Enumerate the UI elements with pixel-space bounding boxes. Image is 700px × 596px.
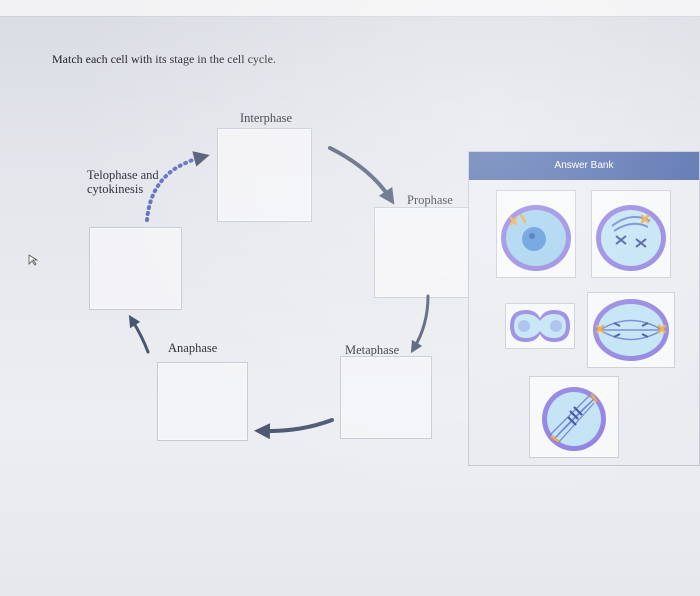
- drop-zone-prophase[interactable]: [374, 207, 470, 298]
- cell-image-1: [501, 205, 571, 271]
- answer-bank-title: Answer Bank: [469, 152, 699, 180]
- answer-item-metaphase-cell[interactable]: [529, 376, 619, 458]
- cell-image-4: [593, 299, 669, 361]
- label-telophase-line2: cytokinesis: [87, 182, 144, 196]
- cell-image-3: [510, 310, 570, 342]
- answer-item-prophase-cell[interactable]: [591, 190, 671, 278]
- mouse-cursor-icon: [28, 254, 39, 266]
- arrow-interphase-to-prophase: [328, 146, 395, 205]
- label-interphase: Interphase: [240, 111, 293, 125]
- answer-item-telophase-cell[interactable]: [505, 303, 575, 349]
- arrow-prophase-to-metaphase: [410, 294, 430, 354]
- drop-zone-interphase[interactable]: [217, 128, 312, 222]
- label-telophase: Telophase and cytokinesis: [87, 168, 159, 196]
- label-anaphase: Anaphase: [168, 341, 218, 355]
- arrow-anaphase-to-telophase: [128, 314, 150, 354]
- question-prompt: Match each cell with its stage in the ce…: [52, 52, 276, 66]
- label-metaphase: Metaphase: [345, 343, 400, 357]
- label-telophase-line1: Telophase and: [87, 168, 159, 182]
- drop-zone-metaphase[interactable]: [340, 356, 432, 439]
- arrow-metaphase-to-anaphase: [254, 418, 334, 440]
- answer-item-interphase-cell[interactable]: [496, 190, 576, 278]
- drop-zone-telophase[interactable]: [89, 227, 182, 310]
- label-prophase: Prophase: [407, 193, 453, 207]
- browser-top-bar: [0, 0, 700, 17]
- drop-zone-anaphase[interactable]: [157, 362, 248, 441]
- answer-bank: Answer Bank: [468, 151, 700, 466]
- cell-image-5: [542, 387, 606, 451]
- cell-image-2: [596, 205, 666, 271]
- answer-item-anaphase-cell[interactable]: [587, 292, 675, 368]
